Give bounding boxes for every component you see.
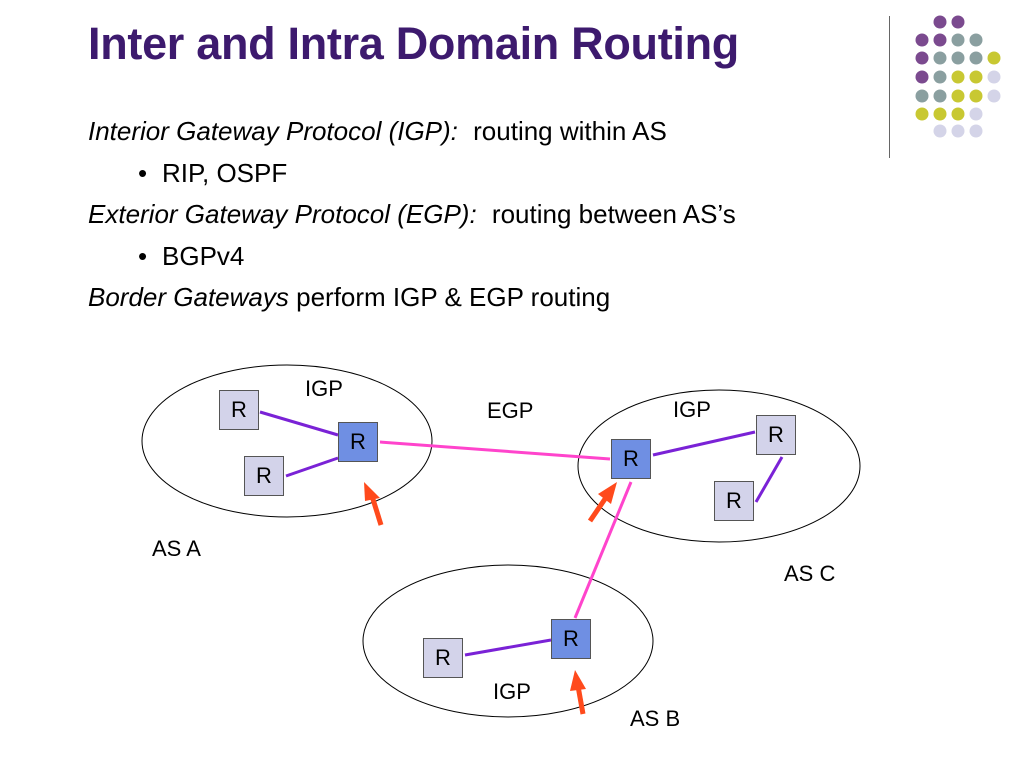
egp-link-a-c bbox=[379, 440, 611, 461]
decorative-dot bbox=[933, 70, 947, 84]
egp-term: Exterior Gateway Protocol (EGP): bbox=[88, 199, 477, 229]
decorative-divider bbox=[889, 16, 890, 158]
igp-link-a2 bbox=[285, 456, 339, 478]
decorative-dot bbox=[933, 33, 947, 47]
label-igp-as-a: IGP bbox=[305, 376, 343, 401]
decorative-dot bbox=[951, 124, 965, 138]
as-b-ellipse bbox=[362, 564, 654, 718]
decorative-dot bbox=[915, 70, 929, 84]
decorative-dot bbox=[951, 15, 965, 29]
slide-title: Inter and Intra Domain Routing bbox=[88, 18, 739, 69]
as-c-ellipse bbox=[577, 389, 861, 543]
igp-examples-bullet: • RIP, OSPF bbox=[138, 158, 287, 189]
decorative-dot bbox=[933, 51, 947, 65]
router-as-b-internal: R bbox=[423, 638, 463, 678]
label-igp-as-b: IGP bbox=[493, 679, 531, 704]
decorative-dot bbox=[969, 107, 983, 121]
decorative-dot bbox=[987, 51, 1001, 65]
arrow-to-border-c bbox=[587, 482, 617, 523]
label-as-a: AS A bbox=[152, 536, 201, 561]
router-as-b-border: R bbox=[551, 619, 591, 659]
router-as-a-border: R bbox=[338, 422, 378, 462]
border-gateways-term: Border Gateways bbox=[88, 282, 289, 312]
label-as-c: AS C bbox=[784, 561, 836, 586]
border-gateway-definition: Border Gateways perform IGP & EGP routin… bbox=[88, 282, 610, 313]
decorative-dot bbox=[987, 89, 1001, 103]
igp-link-b1 bbox=[464, 638, 552, 657]
egp-definition: Exterior Gateway Protocol (EGP): routing… bbox=[88, 199, 736, 230]
label-as-b: AS B bbox=[630, 706, 681, 731]
decorative-dot bbox=[951, 89, 965, 103]
decorative-dot bbox=[933, 15, 947, 29]
router-as-a-internal-2: R bbox=[244, 456, 284, 496]
egp-examples: BGPv4 bbox=[162, 241, 245, 271]
router-as-c-internal-2: R bbox=[714, 481, 754, 521]
egp-description: routing between AS’s bbox=[491, 199, 736, 229]
decorative-dot bbox=[969, 124, 983, 138]
decorative-dot bbox=[915, 89, 929, 103]
igp-examples: RIP, OSPF bbox=[162, 158, 288, 188]
igp-description: routing within AS bbox=[473, 116, 667, 146]
bullet-dot: • bbox=[138, 241, 148, 271]
decorative-dot bbox=[915, 51, 929, 65]
decorative-dot bbox=[933, 107, 947, 121]
igp-term: Interior Gateway Protocol (IGP): bbox=[88, 116, 458, 146]
arrow-to-border-a bbox=[364, 482, 384, 526]
igp-link-c1 bbox=[652, 430, 756, 457]
router-as-c-internal-1: R bbox=[756, 415, 796, 455]
decorative-dot bbox=[969, 51, 983, 65]
decorative-dot bbox=[969, 33, 983, 47]
decorative-dot bbox=[951, 70, 965, 84]
egp-examples-bullet: • BGPv4 bbox=[138, 241, 244, 272]
as-a-ellipse bbox=[141, 364, 433, 518]
arrow-to-border-b bbox=[570, 670, 586, 715]
igp-link-c2 bbox=[754, 456, 784, 503]
router-as-a-internal-1: R bbox=[219, 390, 259, 430]
decorative-dot bbox=[933, 124, 947, 138]
decorative-dot bbox=[915, 107, 929, 121]
decorative-dot bbox=[969, 89, 983, 103]
decorative-dot bbox=[951, 107, 965, 121]
egp-link-c-b bbox=[573, 481, 633, 619]
router-as-c-border: R bbox=[611, 439, 651, 479]
border-gateways-description: perform IGP & EGP routing bbox=[296, 282, 611, 312]
label-egp: EGP bbox=[487, 398, 534, 423]
igp-link-a1 bbox=[259, 410, 339, 437]
label-igp-as-c: IGP bbox=[673, 397, 711, 422]
decorative-dot bbox=[951, 33, 965, 47]
decorative-dot bbox=[933, 89, 947, 103]
decorative-dot bbox=[969, 70, 983, 84]
bullet-dot: • bbox=[138, 158, 148, 188]
decorative-dot bbox=[987, 70, 1001, 84]
decorative-dot bbox=[915, 33, 929, 47]
decorative-dot bbox=[951, 51, 965, 65]
decorative-dots bbox=[915, 15, 1001, 138]
igp-definition: Interior Gateway Protocol (IGP): routing… bbox=[88, 116, 667, 147]
